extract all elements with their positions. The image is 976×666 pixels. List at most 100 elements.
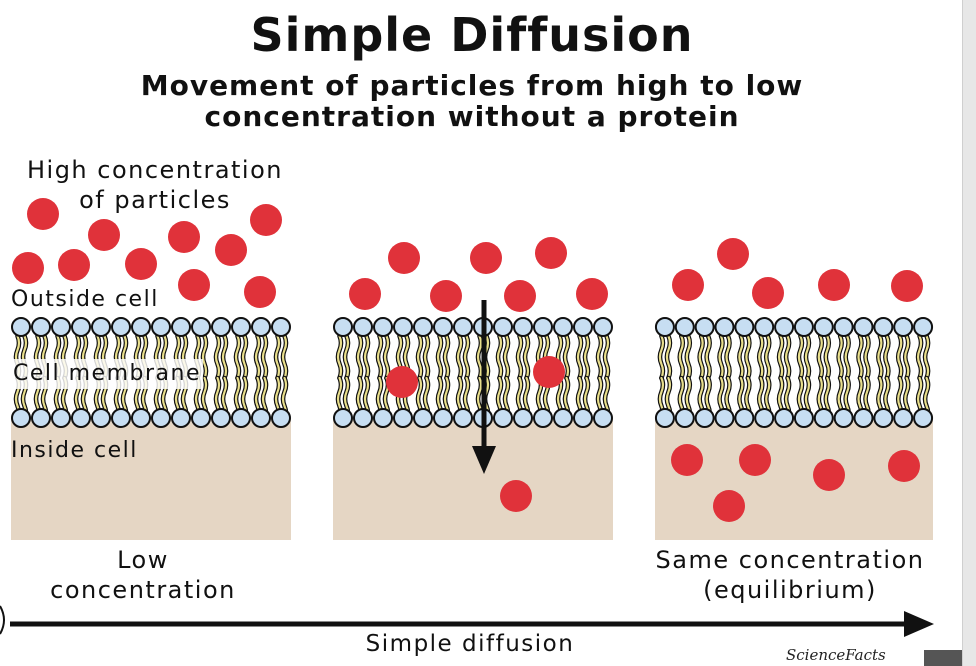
particle [244, 276, 276, 308]
lipid-tail-fill [725, 334, 731, 380]
phospholipid-head [231, 317, 251, 337]
phospholipid-head [674, 408, 695, 428]
lipid-tail-fill [343, 334, 350, 380]
phospholipid-head [393, 317, 413, 337]
lipid-tail-fill [864, 334, 870, 380]
phospholipid-head [893, 408, 914, 428]
phospholipid-heads [333, 317, 613, 428]
lipid-tail-fill [685, 334, 691, 380]
phospholipid-head [333, 317, 353, 337]
simple-diffusion-axis-arrow [10, 611, 934, 637]
phospholipid-head [754, 408, 775, 428]
phospholipid-head [654, 408, 675, 428]
lipid-tail-fill [274, 334, 281, 380]
scrollbar-track[interactable] [962, 0, 976, 666]
lipid-tail-fill [738, 334, 744, 380]
lipid-tail-fill [241, 334, 248, 380]
lipid-tail-fill [476, 334, 483, 380]
phospholipid-head [493, 317, 513, 337]
phospholipid-head [433, 317, 453, 337]
phospholipid-head [654, 317, 675, 337]
particle [671, 444, 703, 476]
phospholipid-head [774, 317, 795, 337]
phospholipid-head [333, 408, 353, 428]
phospholipid-head [111, 408, 131, 428]
particle [504, 280, 536, 312]
particle [386, 366, 418, 398]
lipid-tail-fill [503, 334, 510, 380]
lipid-tail-fill [423, 334, 430, 380]
phospholipid-head [873, 408, 894, 428]
phospholipid-head [714, 408, 735, 428]
phospholipid-head [853, 317, 874, 337]
lipid-tail-fill [745, 334, 751, 380]
phospholipid-head [833, 408, 854, 428]
phospholipid-head [533, 408, 553, 428]
phospholipid-head [373, 408, 393, 428]
lipid-tail-fill [904, 334, 910, 380]
subtitle-line-2: concentration without a protein [204, 100, 740, 133]
lipid-tail-fill [837, 334, 843, 380]
low-concentration-label: Low concentration [50, 546, 236, 604]
lipid-tail-fill [797, 334, 804, 380]
phospholipid-head [11, 408, 31, 428]
lipid-tail-fill [877, 334, 883, 380]
phospholipid-head [734, 317, 755, 337]
particle [752, 277, 784, 309]
lipid-tails [657, 333, 931, 423]
phospholipid-head [793, 317, 814, 337]
phospholipid-head [873, 317, 894, 337]
phospholipid-head [373, 317, 393, 337]
lipid-tail-fill [705, 334, 711, 380]
lipid-tail-fill [383, 334, 390, 380]
phospholipid-head [754, 317, 775, 337]
phospholipid-head [833, 317, 854, 337]
particle [535, 237, 567, 269]
particle [470, 242, 502, 274]
phospholipid-head [111, 317, 131, 337]
lipid-tail-fill [758, 334, 764, 380]
phospholipid-head [593, 317, 613, 337]
phospholipid-head [151, 408, 171, 428]
cytoplasm [333, 418, 613, 540]
lipid-tail-fill [665, 334, 672, 380]
particle [125, 248, 157, 280]
phospholipid-head [271, 317, 291, 337]
lipid-tail-fill [416, 334, 423, 380]
phospholipid-head [533, 317, 553, 337]
equilibrium-label: Same concentration (equilibrium) [655, 546, 925, 604]
phospholipid-head [853, 408, 874, 428]
phospholipid-head [353, 408, 373, 428]
lipid-tail-fill [221, 334, 228, 380]
panel-high [11, 317, 291, 540]
phospholipid-head [513, 317, 533, 337]
phospholipid-head [51, 317, 71, 337]
simple-diffusion-axis-label: Simple diffusion [365, 631, 575, 657]
particle [888, 450, 920, 482]
lipid-tail-fill [897, 334, 903, 380]
phospholipid-head [393, 408, 413, 428]
phospholipid-head [71, 408, 91, 428]
phospholipid-head [913, 408, 934, 428]
phospholipid-head [553, 408, 573, 428]
lipid-tail-fill [436, 334, 443, 380]
phospholipid-heads [654, 317, 934, 428]
particle [178, 269, 210, 301]
lipid-tail-fill [658, 334, 665, 380]
lipid-tail-fill [254, 334, 261, 380]
phospholipid-head [353, 317, 373, 337]
particle [388, 242, 420, 274]
phospholipid-head [573, 317, 593, 337]
lipid-tail-fill [516, 334, 523, 380]
particle [672, 269, 704, 301]
phospholipid-head [493, 408, 513, 428]
phospholipid-head [714, 317, 735, 337]
particle [713, 490, 745, 522]
phospholipid-head [793, 408, 814, 428]
lipid-tail-fill [456, 334, 463, 380]
lipid-tail-fill [884, 334, 890, 380]
lipid-tail-fill [804, 334, 811, 380]
phospholipid-head [31, 317, 51, 337]
phospholipid-head [211, 317, 231, 337]
phospholipid-head [453, 408, 473, 428]
